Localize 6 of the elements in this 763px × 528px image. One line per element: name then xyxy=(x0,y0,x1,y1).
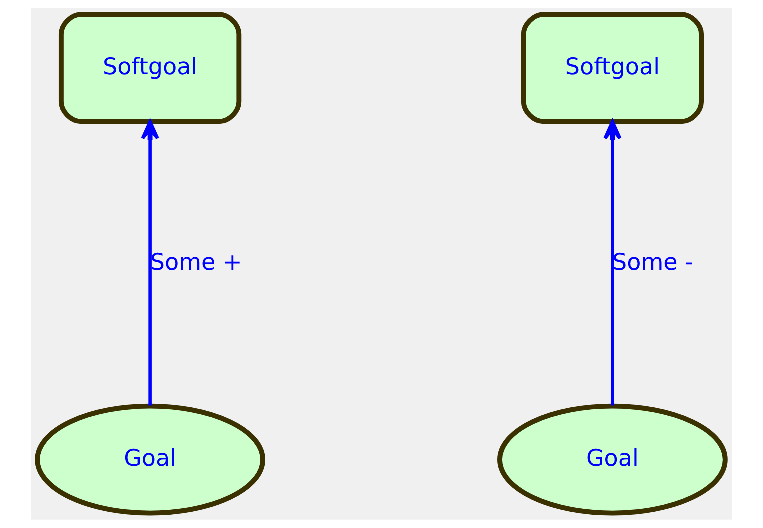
node-ellipse: Goal xyxy=(35,404,266,516)
node-ellipse: Goal xyxy=(498,404,728,516)
arrow xyxy=(141,120,160,406)
arrow xyxy=(604,120,622,406)
node-box: Softgoal xyxy=(58,12,242,124)
node-box: Softgoal xyxy=(521,12,704,124)
